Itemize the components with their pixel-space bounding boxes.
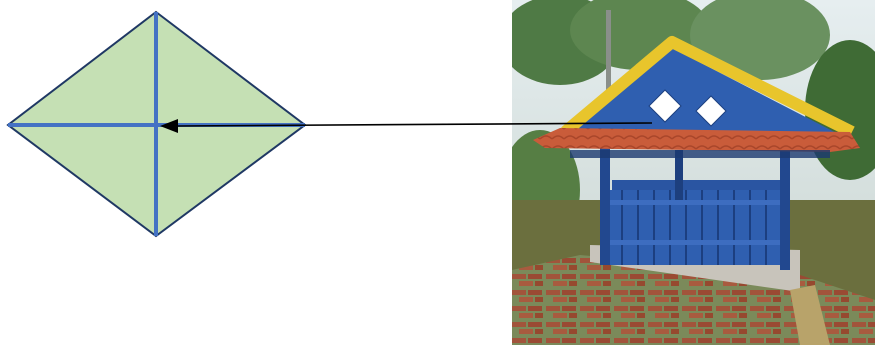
gazebo-post-left xyxy=(600,140,610,265)
diamond-diagram xyxy=(8,12,305,236)
gazebo-photo xyxy=(500,0,875,345)
gazebo-post-right xyxy=(780,140,790,270)
gazebo-roof-tiles xyxy=(533,128,860,152)
gazebo-eave xyxy=(570,150,830,158)
gazebo-front-fence xyxy=(608,190,783,265)
